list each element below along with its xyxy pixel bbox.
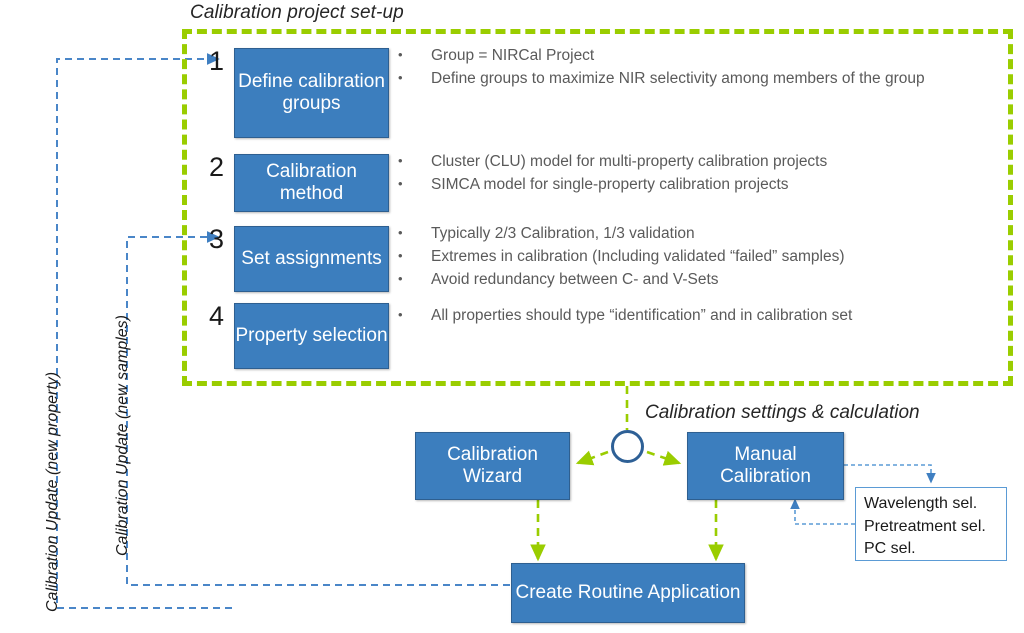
bullet-item: • Typically 2/3 Calibration, 1/3 validat… — [398, 223, 845, 246]
step-bullets-2: • Cluster (CLU) model for multi-property… — [398, 151, 827, 197]
bullet-item: • All properties should type “identifica… — [398, 305, 852, 328]
bullet-glyph: • — [398, 69, 403, 85]
wire-hub-to-wizard — [575, 450, 609, 466]
step-box-set-assignments[interactable]: Set assignments — [234, 226, 389, 292]
step-number-2: 2 — [209, 152, 225, 182]
bullet-item: • Define groups to maximize NIR selectiv… — [398, 68, 925, 91]
selection-note-box: Wavelength sel. Pretreatment sel. PC sel… — [855, 487, 1007, 561]
bullet-text: All properties should type “identificati… — [431, 307, 853, 324]
bullet-text: SIMCA model for single-property calibrat… — [431, 175, 789, 193]
bullet-text: Typically 2/3 Calibration, 1/3 validatio… — [431, 225, 695, 242]
bullet-text: Avoid redundancy between C- and V-Sets — [431, 270, 719, 288]
bullet-glyph: • — [398, 270, 403, 286]
project-setup-frame — [182, 29, 1013, 386]
wire-note-to-manual — [790, 498, 855, 525]
bullet-item: • Cluster (CLU) model for multi-property… — [398, 151, 827, 174]
bullet-glyph: • — [398, 225, 403, 240]
bullet-glyph: • — [398, 47, 403, 62]
calculation-hub-node[interactable] — [611, 430, 644, 463]
step-number-3: 3 — [209, 224, 225, 254]
settings-title: Calibration settings & calculation — [645, 402, 920, 423]
node-create-routine-application[interactable]: Create Routine Application — [511, 563, 745, 623]
bullet-text: Extremes in calibration (Including valid… — [431, 247, 845, 265]
step-number-1: 1 — [209, 46, 225, 76]
note-line-pc: PC sel. — [864, 540, 916, 558]
bullet-glyph: • — [398, 307, 403, 322]
step-number-4: 4 — [209, 301, 225, 331]
wire-manual-to-note — [844, 464, 936, 484]
node-label: Manual Calibration — [720, 443, 811, 487]
step-box-label: Set assignments — [241, 247, 382, 269]
node-label: Create Routine Application — [515, 581, 741, 603]
bullet-glyph: • — [398, 175, 403, 191]
frame-title: Calibration project set-up — [190, 2, 404, 23]
step-bullets-1: • Group = NIRCal Project • Define groups… — [398, 45, 925, 91]
bullet-text: Group = NIRCal Project — [431, 47, 595, 64]
step-box-property-selection[interactable]: Property selection — [234, 303, 389, 369]
step-box-define-calibration-groups[interactable]: Define calibration groups — [234, 48, 389, 138]
node-manual-calibration[interactable]: Manual Calibration — [687, 432, 844, 500]
label-calibration-update-new-property: Calibration Update (new property) — [44, 371, 61, 612]
step-bullets-4: • All properties should type “identifica… — [398, 305, 852, 328]
step-box-label: Define calibration groups — [238, 70, 385, 114]
bullet-item: • Avoid redundancy between C- and V-Sets — [398, 269, 845, 292]
bullet-item: • Group = NIRCal Project — [398, 45, 925, 68]
step-box-label: Property selection — [235, 324, 388, 346]
step-bullets-3: • Typically 2/3 Calibration, 1/3 validat… — [398, 223, 845, 291]
bullet-glyph: • — [398, 247, 403, 263]
node-label: Calibration Wizard — [447, 443, 538, 487]
label-calibration-update-new-samples: Calibration Update (new samples) — [114, 315, 131, 556]
bullet-item: • SIMCA model for single-property calibr… — [398, 174, 827, 197]
node-calibration-wizard[interactable]: Calibration Wizard — [415, 432, 570, 500]
step-box-label: Calibration method — [266, 160, 357, 204]
bullet-item: • Extremes in calibration (Including val… — [398, 246, 845, 269]
bullet-glyph: • — [398, 153, 403, 168]
note-line-pretreatment: Pretreatment sel. — [864, 517, 986, 535]
bullet-text: Cluster (CLU) model for multi-property c… — [431, 153, 828, 170]
wire-hub-to-manual — [646, 450, 682, 466]
bullet-text: Define groups to maximize NIR selectivit… — [431, 69, 925, 87]
step-box-calibration-method[interactable]: Calibration method — [234, 154, 389, 212]
note-line-wavelength: Wavelength sel. — [864, 495, 978, 512]
